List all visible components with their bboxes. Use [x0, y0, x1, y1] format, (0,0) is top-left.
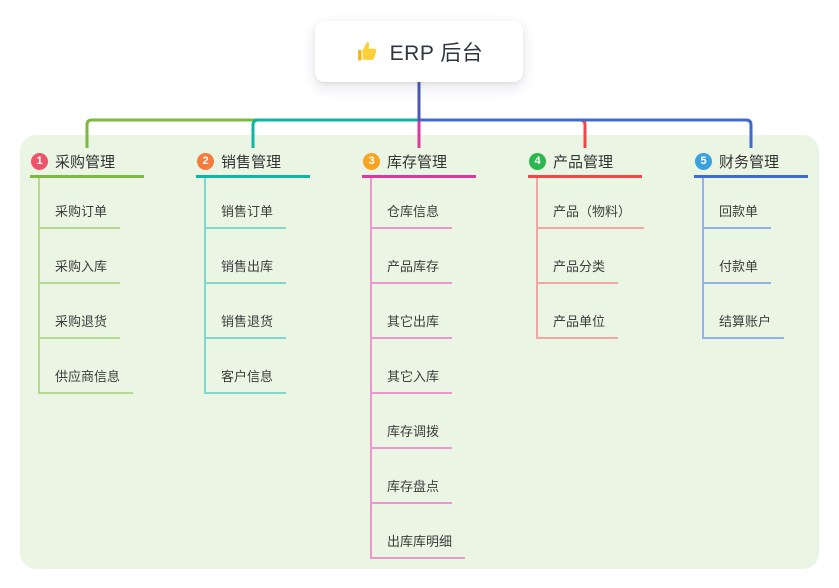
branch-children: 产品（物料） 产品分类 产品单位	[536, 178, 645, 339]
branch-node-purchase[interactable]: 1 采购管理	[30, 147, 144, 178]
child-node[interactable]: 销售订单	[204, 178, 287, 229]
thumbs-up-icon	[355, 39, 380, 64]
branch-number-badge: 5	[695, 152, 712, 170]
branch-label: 销售管理	[221, 153, 282, 171]
root-title: ERP 后台	[389, 41, 484, 65]
branch-children: 回款单 付款单 结算账户	[702, 178, 808, 339]
branch-label: 财务管理	[719, 153, 780, 171]
child-node[interactable]: 产品（物料）	[536, 178, 645, 229]
branch-purchase: 1 采购管理 采购订单 采购入库 采购退货 供应商信息	[30, 147, 144, 394]
child-node[interactable]: 其它出库	[370, 284, 453, 339]
child-node[interactable]: 采购退货	[38, 284, 121, 339]
child-node[interactable]: 仓库信息	[370, 178, 453, 229]
branch-children: 仓库信息 产品库存 其它出库 其它入库 库存调拨 库存盘点 出库库明细	[370, 178, 476, 559]
branch-label: 采购管理	[55, 153, 116, 171]
branch-label: 产品管理	[553, 153, 614, 171]
child-node[interactable]: 产品单位	[536, 284, 619, 339]
child-node[interactable]: 产品库存	[370, 229, 453, 284]
branch-node-product[interactable]: 4 产品管理	[528, 147, 642, 178]
branch-number-badge: 2	[197, 152, 214, 170]
branch-number-badge: 1	[31, 152, 48, 170]
branch-children: 销售订单 销售出库 销售退货 客户信息	[204, 178, 310, 394]
branch-sales: 2 销售管理 销售订单 销售出库 销售退货 客户信息	[196, 147, 310, 394]
child-node[interactable]: 采购订单	[38, 178, 121, 229]
branch-inventory: 3 库存管理 仓库信息 产品库存 其它出库 其它入库 库存调拨 库存盘点 出库库…	[362, 147, 476, 559]
branch-label: 库存管理	[387, 153, 448, 171]
child-node[interactable]: 销售出库	[204, 229, 287, 284]
child-node[interactable]: 结算账户	[702, 284, 785, 339]
child-node[interactable]: 产品分类	[536, 229, 619, 284]
branch-children: 采购订单 采购入库 采购退货 供应商信息	[38, 178, 144, 394]
branch-finance: 5 财务管理 回款单 付款单 结算账户	[694, 147, 808, 339]
root-node-erp[interactable]: ERP 后台	[315, 21, 523, 82]
child-node[interactable]: 回款单	[702, 178, 772, 229]
child-node[interactable]: 出库库明细	[370, 504, 466, 559]
child-node[interactable]: 销售退货	[204, 284, 287, 339]
child-node[interactable]: 库存盘点	[370, 449, 453, 504]
branch-node-finance[interactable]: 5 财务管理	[694, 147, 808, 178]
child-node[interactable]: 库存调拨	[370, 394, 453, 449]
branch-node-sales[interactable]: 2 销售管理	[196, 147, 310, 178]
child-node[interactable]: 其它入库	[370, 339, 453, 394]
child-node[interactable]: 采购入库	[38, 229, 121, 284]
branches-panel	[20, 135, 819, 569]
branch-node-inventory[interactable]: 3 库存管理	[362, 147, 476, 178]
branch-number-badge: 3	[363, 152, 380, 170]
branch-product: 4 产品管理 产品（物料） 产品分类 产品单位	[528, 147, 645, 339]
child-node[interactable]: 付款单	[702, 229, 772, 284]
child-node[interactable]: 客户信息	[204, 339, 287, 394]
child-node[interactable]: 供应商信息	[38, 339, 134, 394]
branch-number-badge: 4	[529, 152, 546, 170]
